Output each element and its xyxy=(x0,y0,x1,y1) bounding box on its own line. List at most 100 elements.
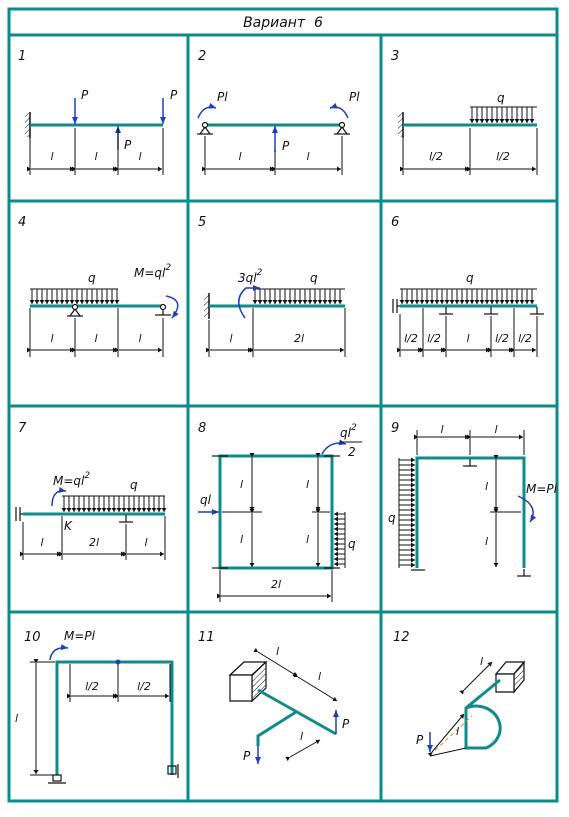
cell-10-number: 10 xyxy=(24,630,41,645)
hinge xyxy=(115,659,121,665)
dimension-label: l xyxy=(238,150,241,163)
cell-7: 7 q M=ql2 K l 2l l xyxy=(15,421,167,560)
dimension-label: l/2 xyxy=(427,332,441,345)
force-label: P xyxy=(170,88,178,102)
load-label: q xyxy=(348,537,356,551)
moment-arrow xyxy=(238,285,260,319)
roller-support xyxy=(119,515,133,523)
moment-arrow xyxy=(197,102,217,119)
moment-arrow xyxy=(329,102,349,119)
dimension-label: l/2 xyxy=(85,680,99,693)
cell-6-number: 6 xyxy=(391,215,399,230)
cell-1-number: 1 xyxy=(18,49,26,64)
dimension-label: l xyxy=(440,423,443,436)
distributed-load xyxy=(469,106,537,123)
dimension-label: l xyxy=(240,478,243,491)
pin-support xyxy=(67,303,83,317)
cell-10: 10 M=Pl l l/2 l/2 xyxy=(15,629,179,784)
load-label: q xyxy=(310,271,318,285)
fixed-block xyxy=(228,660,268,703)
support-marks xyxy=(411,459,531,577)
pin-support xyxy=(334,121,350,135)
cell-5: 5 q 3ql2 l 2l xyxy=(198,215,346,357)
force-label: P xyxy=(243,749,251,763)
dimension-label: l/2 xyxy=(518,332,532,345)
fixed-support xyxy=(25,113,30,137)
dimension-label: l xyxy=(456,725,459,738)
dimension-label: l xyxy=(15,712,18,725)
dimension-label: l xyxy=(466,332,469,345)
cell-3: 3 q l/2 l/2 xyxy=(391,49,538,175)
frame-structure xyxy=(218,454,334,570)
dimension-label: l/2 xyxy=(495,332,509,345)
cell-4: 4 q M=ql2 l l l xyxy=(18,215,179,357)
dimension-label: l xyxy=(485,535,488,548)
cell-7-number: 7 xyxy=(18,421,27,436)
dimension-label: l xyxy=(276,645,279,658)
dimension-label: 2l xyxy=(271,578,281,591)
support-marks xyxy=(48,764,179,784)
dimension-label: l xyxy=(494,423,497,436)
cell-12-number: 12 xyxy=(393,630,410,645)
sliding-support xyxy=(392,299,400,313)
dimension-lines xyxy=(202,136,343,175)
dimension-label: l xyxy=(50,150,53,163)
dimension-lines xyxy=(30,659,171,776)
dimension-label: l xyxy=(94,332,97,345)
dimension-label: l/2 xyxy=(137,680,151,693)
cell-11: 11 P P l l l xyxy=(198,630,350,764)
variant-title: Вариант 6 xyxy=(243,15,323,31)
cell-8-number: 8 xyxy=(198,421,206,436)
force-label: P xyxy=(416,733,424,747)
moment-arrow xyxy=(321,439,347,455)
dimension-lines xyxy=(414,430,525,567)
dimension-label: l/2 xyxy=(404,332,418,345)
sheet-frame xyxy=(7,7,559,803)
moment-arrow xyxy=(49,644,69,661)
sliding-support xyxy=(15,507,23,521)
distributed-load xyxy=(334,511,346,568)
moment-arrow xyxy=(51,487,67,507)
dimension-label: l/2 xyxy=(496,150,510,163)
load-label: q xyxy=(497,91,505,105)
dimension-label: l xyxy=(306,478,309,491)
dimension-lines xyxy=(27,308,164,357)
dimension-label: l xyxy=(50,332,53,345)
force-label: P xyxy=(81,88,89,102)
dimension-label: l xyxy=(318,670,321,683)
fixed-block xyxy=(494,660,526,694)
dimension-lines xyxy=(217,453,333,602)
moment-label: Pl xyxy=(349,90,360,104)
cell-2-number: 2 xyxy=(198,49,206,64)
distributed-load xyxy=(29,288,120,304)
support-marks xyxy=(212,455,340,569)
frame-structure xyxy=(256,688,337,746)
dimension-label: l xyxy=(485,480,488,493)
moment-denominator: 2 xyxy=(348,445,356,459)
load-label: q xyxy=(88,271,96,285)
dimension-label: l xyxy=(144,536,147,549)
moment-label: Pl xyxy=(217,90,228,104)
dimension-label: l xyxy=(480,655,483,668)
moment-label: M=ql2 xyxy=(134,263,171,280)
load-label: q xyxy=(388,511,396,525)
pin-support xyxy=(197,121,213,135)
dimension-lines xyxy=(20,516,166,560)
moment-label: ql2 xyxy=(340,423,357,440)
fixed-support xyxy=(204,294,209,318)
frame-structure xyxy=(415,456,526,568)
roller-support xyxy=(155,303,171,316)
dimension-label: l xyxy=(138,332,141,345)
load-label: q xyxy=(130,478,138,492)
cell-8: 8 ql ql2 2 q l l l l xyxy=(198,421,362,602)
moment-arrow xyxy=(165,295,179,319)
dimension-label: l xyxy=(138,150,141,163)
dimension-lines xyxy=(206,308,346,357)
dimension-label: l xyxy=(306,150,309,163)
moment-label: 3ql2 xyxy=(238,268,263,285)
dimension-lines xyxy=(400,128,538,175)
fixed-support xyxy=(398,113,403,137)
moment-label: M=Pl xyxy=(526,482,558,496)
